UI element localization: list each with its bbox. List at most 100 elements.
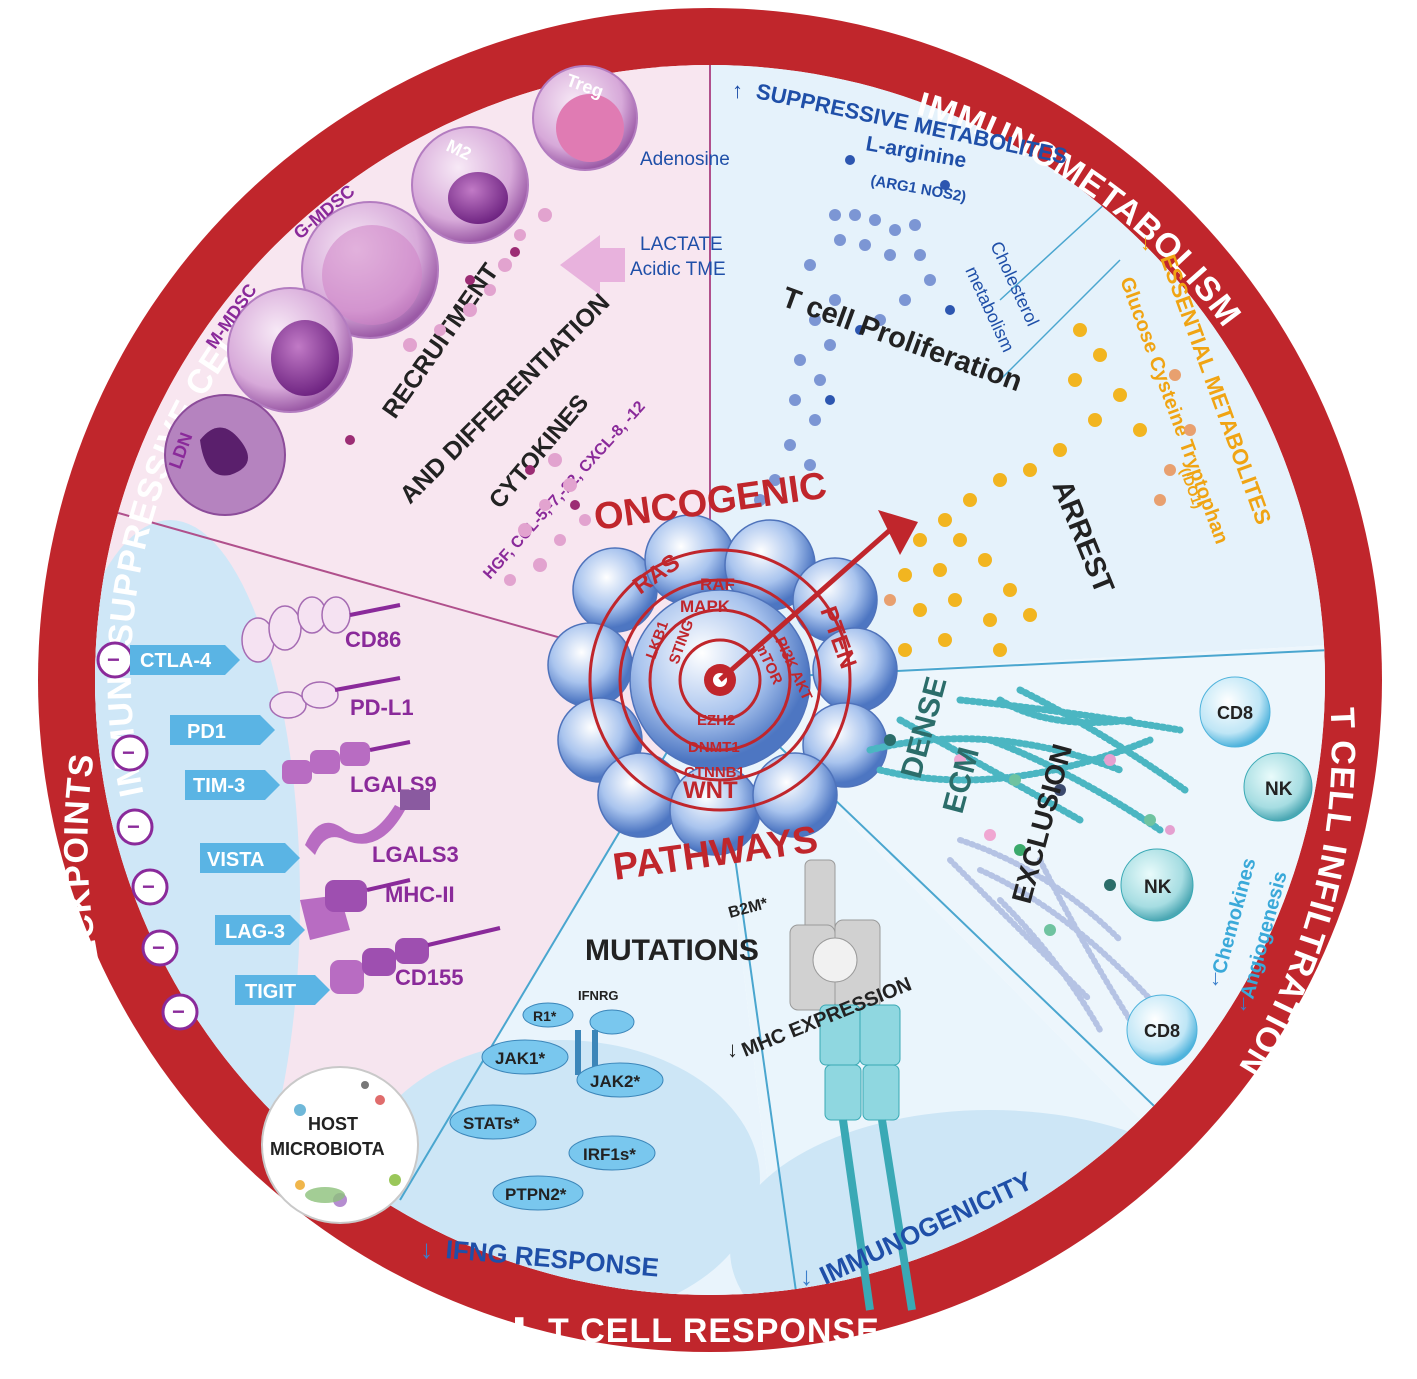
ptpn2-protein bbox=[492, 1175, 584, 1211]
angiogenesis-down-arrow: ↓ bbox=[1238, 990, 1249, 1015]
jak2-protein bbox=[576, 1062, 664, 1098]
r2-receptor bbox=[589, 1009, 635, 1035]
target-ring-outer bbox=[588, 548, 852, 812]
svg-text:−: − bbox=[122, 740, 135, 765]
target-arrow-shaft bbox=[718, 528, 892, 682]
target-ring-3 bbox=[648, 608, 792, 752]
svg-text:−: − bbox=[107, 647, 120, 672]
minus-icon bbox=[116, 808, 154, 846]
suppressive-metabolite-dots bbox=[754, 209, 936, 506]
host-label: HOST bbox=[308, 1114, 358, 1134]
cd8-label-top: CD8 bbox=[1217, 703, 1253, 723]
cytokine-dark-dots bbox=[345, 247, 580, 510]
checkpoint-row-vista: − VISTA bbox=[116, 790, 430, 873]
divider-metab-1 bbox=[999, 189, 1121, 301]
mapk-label: MAPK bbox=[680, 597, 731, 616]
receptor-domain bbox=[330, 960, 364, 994]
ring-label-tcell-response: T CELL RESPONSE bbox=[548, 1312, 880, 1350]
receptor-label: PD1 bbox=[187, 721, 226, 743]
mutations-label: MUTATIONS bbox=[585, 934, 759, 967]
minus-icon bbox=[141, 929, 179, 967]
ring-down-arrow-bottom: ⬇ bbox=[505, 1312, 535, 1350]
immunogenicity-down-arrow: ↓ bbox=[800, 1261, 813, 1291]
svg-text:−: − bbox=[127, 814, 140, 839]
mhc-transmembrane bbox=[878, 1119, 916, 1311]
microbe-dots bbox=[294, 1081, 401, 1207]
receptor-label: VISTA bbox=[207, 849, 264, 871]
ifng-down-arrow: ↓ bbox=[420, 1234, 433, 1264]
receptor-tag bbox=[170, 715, 275, 745]
cytokine-dots bbox=[403, 208, 591, 586]
ligand-stalk bbox=[366, 878, 411, 892]
ligand-domain bbox=[325, 880, 367, 912]
nk-cell-top bbox=[1243, 752, 1313, 822]
suppressive-metabolite-dark-dots bbox=[825, 155, 955, 405]
cd8-cell-top bbox=[1199, 676, 1271, 748]
receptor-domain bbox=[269, 691, 307, 719]
essential-metabolite-peach-dots bbox=[884, 369, 1196, 606]
mhc-alpha-domain bbox=[859, 1004, 901, 1066]
receptor-tag bbox=[235, 975, 330, 1005]
mhc-down-arrow: ↓ bbox=[727, 1037, 738, 1062]
svg-text:−: − bbox=[152, 935, 165, 960]
b2m-domain bbox=[812, 937, 858, 983]
g-mdsc-granules bbox=[322, 225, 422, 325]
nk-cell-bottom bbox=[1120, 848, 1194, 922]
minus-icon bbox=[131, 868, 169, 906]
checkpoint-row-ctla4: − CTLA-4 CD86 bbox=[96, 596, 401, 679]
svg-text:−: − bbox=[172, 999, 185, 1024]
ifnrg-label: IFNRG bbox=[578, 988, 618, 1003]
suppressive-up-arrow: ↑ bbox=[732, 78, 743, 103]
ezh-label: EZH2 bbox=[697, 712, 735, 729]
svg-text:IRF1s*: IRF1s* bbox=[583, 1145, 636, 1164]
dnmt-label: DNMT1 bbox=[688, 739, 740, 756]
target-ring-2 bbox=[618, 578, 822, 782]
irf1s-protein bbox=[568, 1135, 656, 1171]
receptor-domain bbox=[268, 605, 302, 651]
checkpoint-row-lag3: − LAG-3 LGALS3 MHC-II bbox=[131, 842, 459, 945]
ligand-stalk bbox=[349, 603, 401, 617]
ecm-fibers bbox=[866, 686, 1189, 834]
checkpoints-group: − CTLA-4 CD86 PD1 PD-L1 − TIM-3 bbox=[96, 596, 501, 1031]
m-mdsc-nucleus bbox=[271, 320, 339, 396]
svg-text:PTPN2*: PTPN2* bbox=[505, 1185, 567, 1204]
checkpoint-row-tigit: − − TIGIT CD155 bbox=[141, 926, 501, 1031]
acidic-tme-label: Acidic TME bbox=[630, 259, 726, 280]
svg-text:R1*: R1* bbox=[533, 1008, 557, 1024]
ecm-fibers-light bbox=[947, 837, 1163, 1033]
tumor-cell-cluster bbox=[547, 514, 898, 856]
receptor-label: TIGIT bbox=[245, 981, 296, 1003]
svg-text:STATs*: STATs* bbox=[463, 1114, 520, 1133]
svg-text:JAK2*: JAK2* bbox=[590, 1072, 640, 1091]
receptor-tag bbox=[130, 645, 240, 675]
mhc-beta-domain bbox=[862, 1064, 900, 1121]
ligand-domain bbox=[340, 742, 370, 766]
svg-text:−: − bbox=[142, 874, 155, 899]
ligand-domain bbox=[301, 681, 339, 709]
cd8-cell-bottom bbox=[1126, 994, 1198, 1066]
target-ring-4 bbox=[678, 638, 762, 722]
nk-label-bottom: NK bbox=[1144, 877, 1172, 898]
jak1-protein bbox=[481, 1039, 569, 1075]
minus-icon bbox=[161, 993, 199, 1031]
receptor-tag bbox=[185, 770, 280, 800]
checkpoint-row-pd1: PD1 PD-L1 bbox=[170, 676, 414, 745]
minus-icon bbox=[111, 734, 149, 772]
ligand-label: CD86 bbox=[345, 627, 401, 652]
ctnnb-label: CTNNB1 bbox=[684, 764, 745, 781]
ligand-label-lgals3: LGALS3 bbox=[372, 842, 459, 867]
essential-down-arrow: ↓ bbox=[1140, 230, 1151, 255]
checkpoint-row-tim3: − TIM-3 LGALS9 bbox=[111, 734, 437, 800]
receptor-tag bbox=[215, 915, 305, 945]
microbiota-label: MICROBIOTA bbox=[270, 1139, 385, 1159]
ligand-stalk bbox=[334, 676, 401, 692]
ligand-domain bbox=[395, 938, 429, 964]
ligand-stalk bbox=[369, 740, 411, 752]
receptor-tag bbox=[200, 843, 300, 873]
lactate-label: LACTATE bbox=[640, 234, 723, 255]
ligand-domain bbox=[400, 790, 430, 810]
ring-down-arrow-right: ⬇ bbox=[1246, 1080, 1276, 1118]
receptor-label: TIM-3 bbox=[193, 775, 245, 797]
